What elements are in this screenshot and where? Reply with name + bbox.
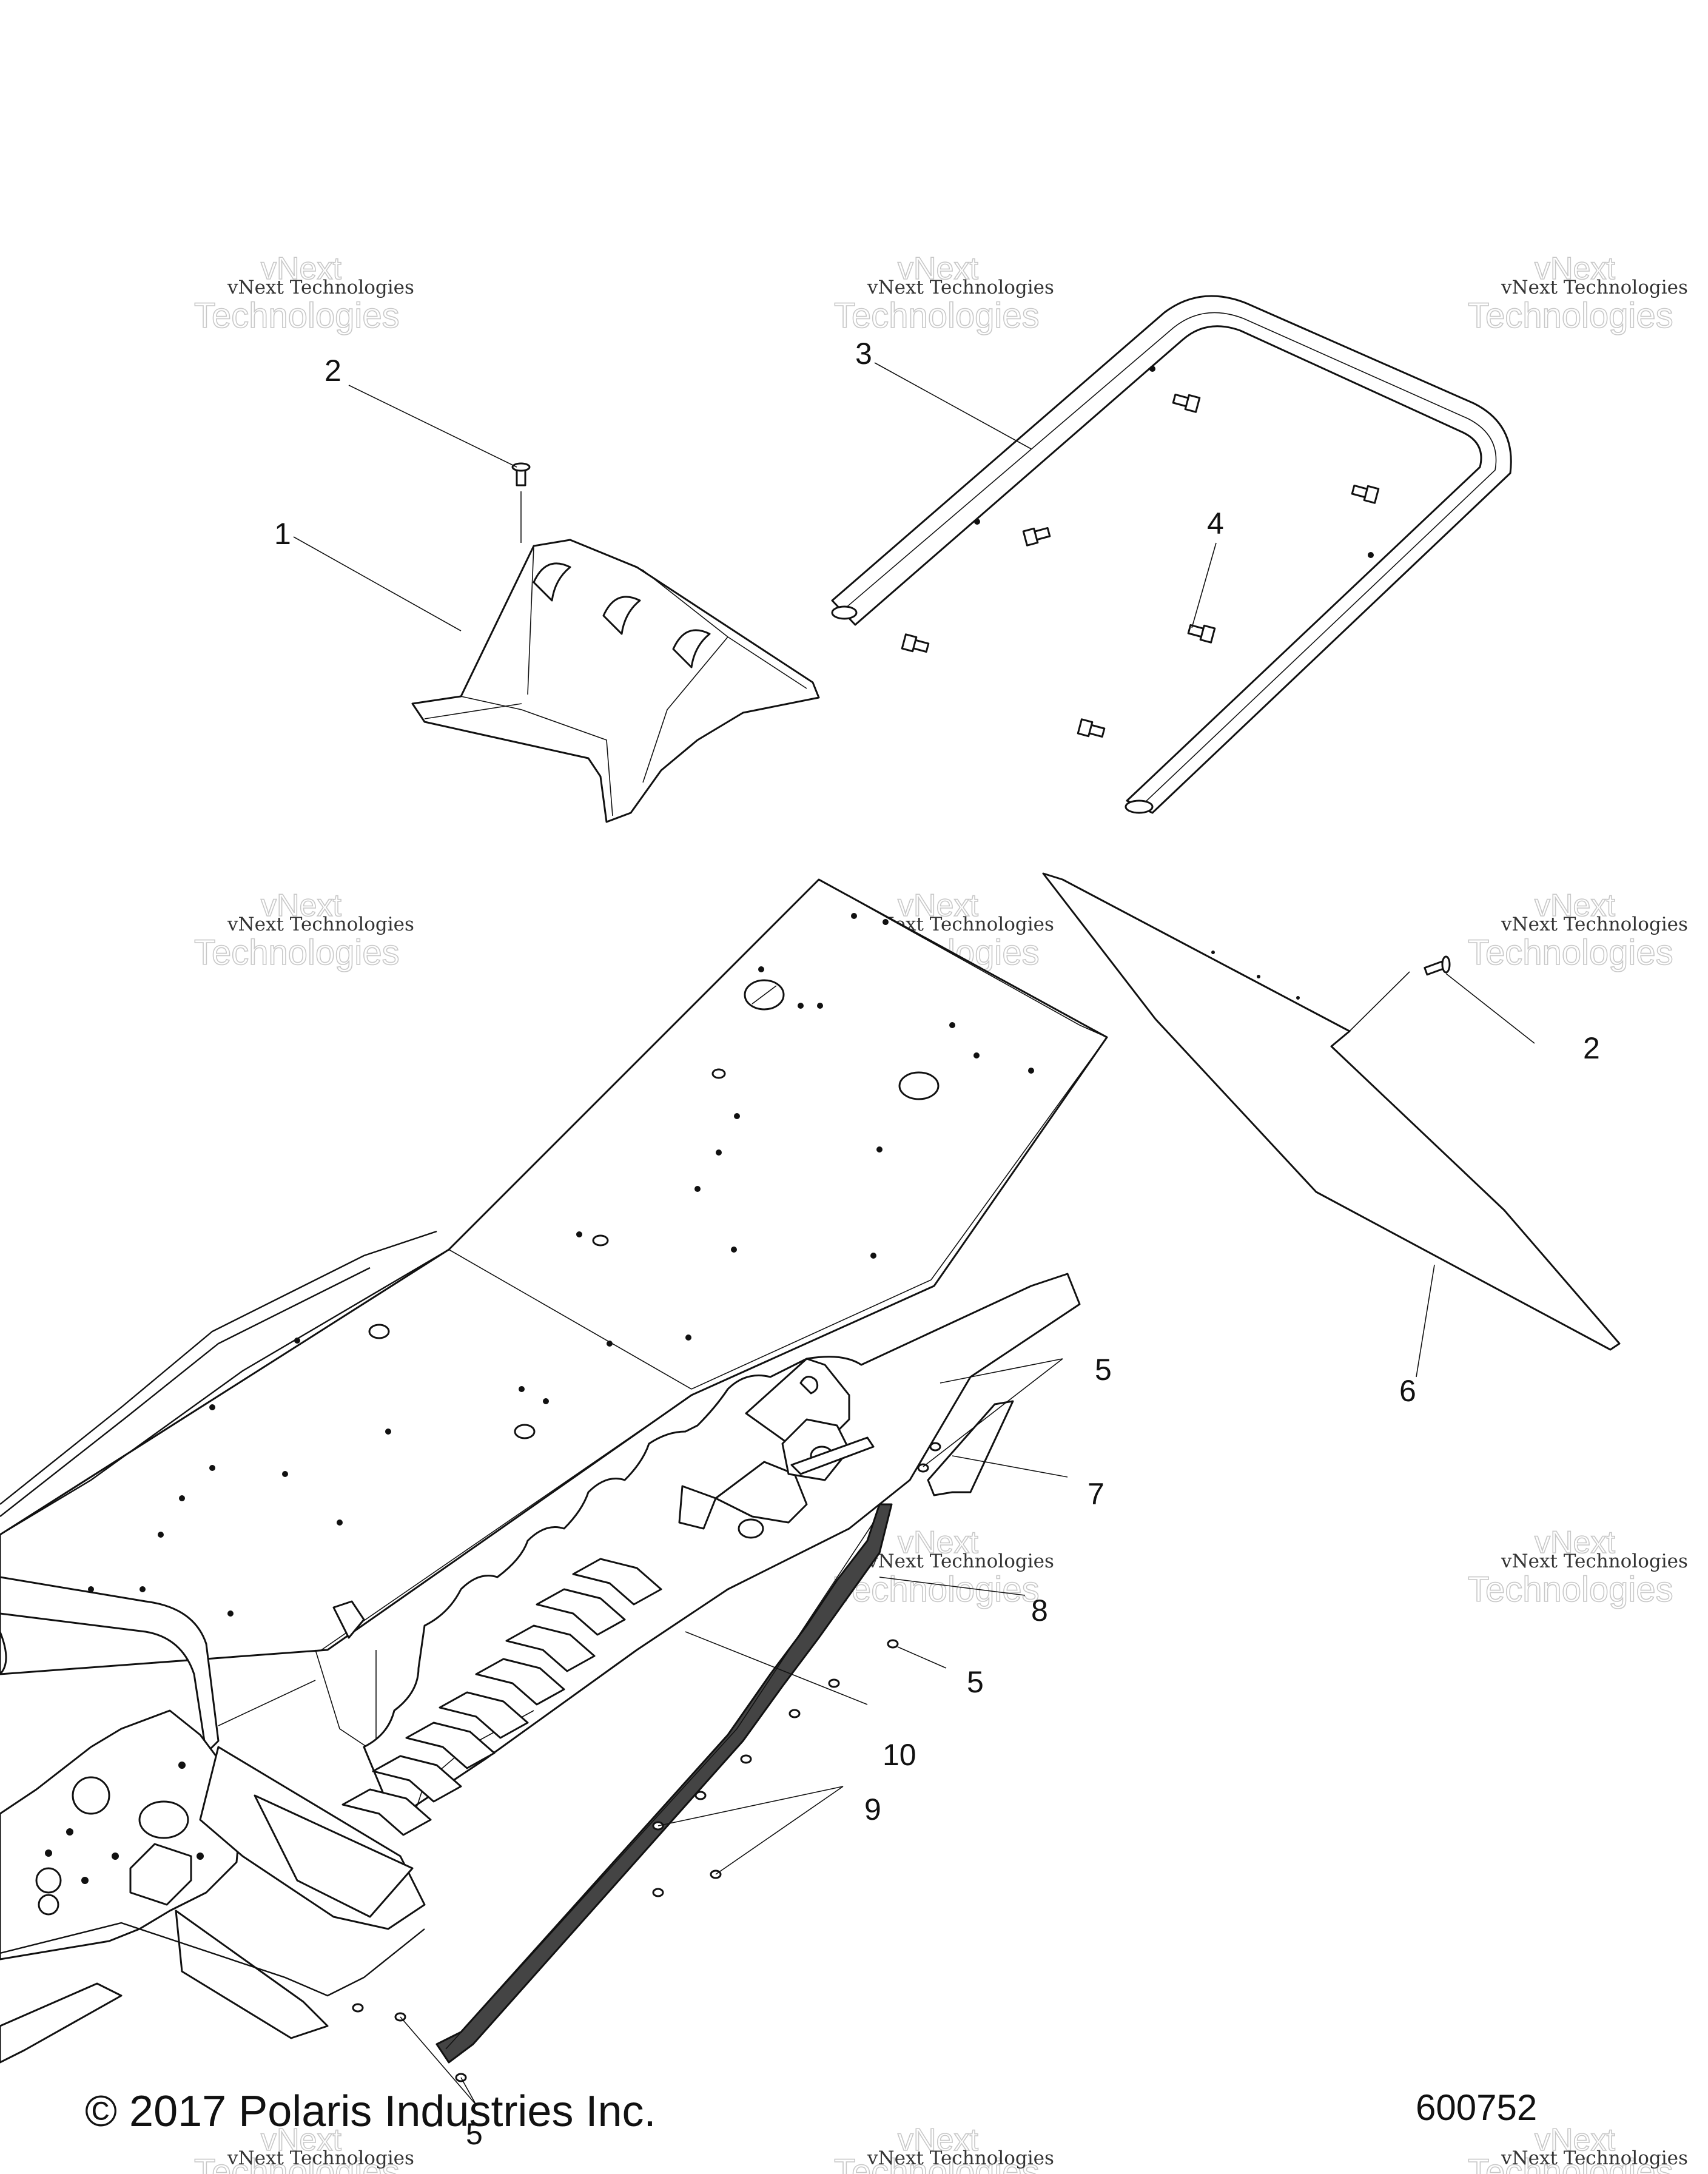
watermark-low-middle: Technologies vNext vNext Technologies <box>833 1524 1054 1610</box>
watermark-text: vNext Technologies <box>1501 914 1688 935</box>
watermark-top-middle: Technologies vNext vNext Technologies <box>833 251 1054 336</box>
watermark-outline-top: vNext <box>898 2122 978 2158</box>
watermark-text: vNext Technologies <box>227 2147 414 2169</box>
callout-5-mid: 5 <box>967 1665 984 1699</box>
leader-lines <box>293 362 1535 2105</box>
watermark-text: vNext Technologies <box>1501 2147 1688 2169</box>
rivet-top-icon <box>511 462 531 543</box>
watermark-outline-text: Technologies <box>1468 296 1673 335</box>
watermark-text: vNext Technologies <box>227 277 414 298</box>
watermark-top-left: Technologies vNext vNext Technologies <box>193 251 414 336</box>
watermark-bottom-right: Technologies vNext vNext Technologies <box>1467 2122 1688 2174</box>
watermark-outline-text: Technologies <box>1468 2152 1673 2174</box>
watermark-text: vNext Technologies <box>867 277 1054 298</box>
watermark-bottom-left: Technologies vNext vNext Technologies <box>193 2122 414 2174</box>
bolt-icons <box>901 393 1380 738</box>
callout-2-top: 2 <box>324 354 341 388</box>
watermark-outline-text: Technologies <box>834 1570 1040 1609</box>
watermark-low-right: Technologies vNext vNext Technologies <box>1467 1524 1688 1610</box>
watermark-bottom-middle: Technologies vNext vNext Technologies <box>833 2122 1054 2174</box>
watermark-outline-text: Technologies <box>194 933 400 972</box>
rivet-right-icon <box>1424 955 1451 976</box>
callout-2-right: 2 <box>1583 1031 1600 1065</box>
callout-4: 4 <box>1207 506 1224 540</box>
watermark-outline-top: vNext <box>261 251 341 286</box>
watermark-mid-left: Technologies vNext vNext Technologies <box>193 887 414 973</box>
callout-8: 8 <box>1031 1593 1048 1627</box>
watermark-top-right: Technologies vNext vNext Technologies <box>1467 251 1688 336</box>
callout-7: 7 <box>1088 1477 1104 1511</box>
watermark-outline-text: Technologies <box>194 296 400 335</box>
figure-id: 600752 <box>1416 2087 1538 2128</box>
watermark-outline-text: Technologies <box>834 296 1040 335</box>
watermark-outline-text: Technologies <box>1468 933 1673 972</box>
watermark-text: vNext Technologies <box>867 2147 1054 2169</box>
watermark-outline-top: vNext <box>1535 251 1615 286</box>
part-seat-base-riser <box>411 539 820 823</box>
callout-3: 3 <box>855 337 872 371</box>
watermark-outline-top: vNext <box>1535 1525 1615 1560</box>
copyright-text: © 2017 Polaris Industries Inc. <box>85 2087 656 2136</box>
watermark-outline-top: vNext <box>898 251 978 286</box>
watermark-outline-top: vNext <box>898 1525 978 1560</box>
watermark-outline-text: Technologies <box>1468 1570 1673 1609</box>
watermark-text: vNext Technologies <box>1501 1550 1688 1572</box>
watermark-outline-text: Technologies <box>194 2152 400 2174</box>
callout-9: 9 <box>864 1792 881 1826</box>
watermark-outline-text: Technologies <box>834 2152 1040 2174</box>
part-flap-panel <box>1042 872 1621 1351</box>
traction-cleat-icons <box>341 1558 662 1836</box>
watermark-outline-top: vNext <box>261 2122 341 2158</box>
part-tunnel-chassis <box>0 878 1108 2064</box>
watermark-text: vNext Technologies <box>227 914 414 935</box>
callout-labels: 2 1 3 4 2 6 5 7 8 5 10 9 5 <box>274 337 1600 2151</box>
watermark-outline-top: vNext <box>261 888 341 923</box>
watermark-outline-top: vNext <box>1535 888 1615 923</box>
watermark-outline-top: vNext <box>898 888 978 923</box>
part-grab-handle <box>831 295 1512 814</box>
callout-6: 6 <box>1399 1374 1416 1408</box>
callout-5-lower: 5 <box>466 2117 483 2151</box>
watermark-text: vNext Technologies <box>1501 277 1688 298</box>
callout-5-upper: 5 <box>1095 1353 1112 1387</box>
rivet-screw-icons <box>352 1442 941 2082</box>
watermark-outline-top: vNext <box>1535 2122 1615 2158</box>
callout-10: 10 <box>883 1738 916 1772</box>
watermark-text: vNext Technologies <box>867 1550 1054 1572</box>
callout-1: 1 <box>274 517 291 551</box>
watermark-mid-right: Technologies vNext vNext Technologies <box>1467 887 1688 973</box>
